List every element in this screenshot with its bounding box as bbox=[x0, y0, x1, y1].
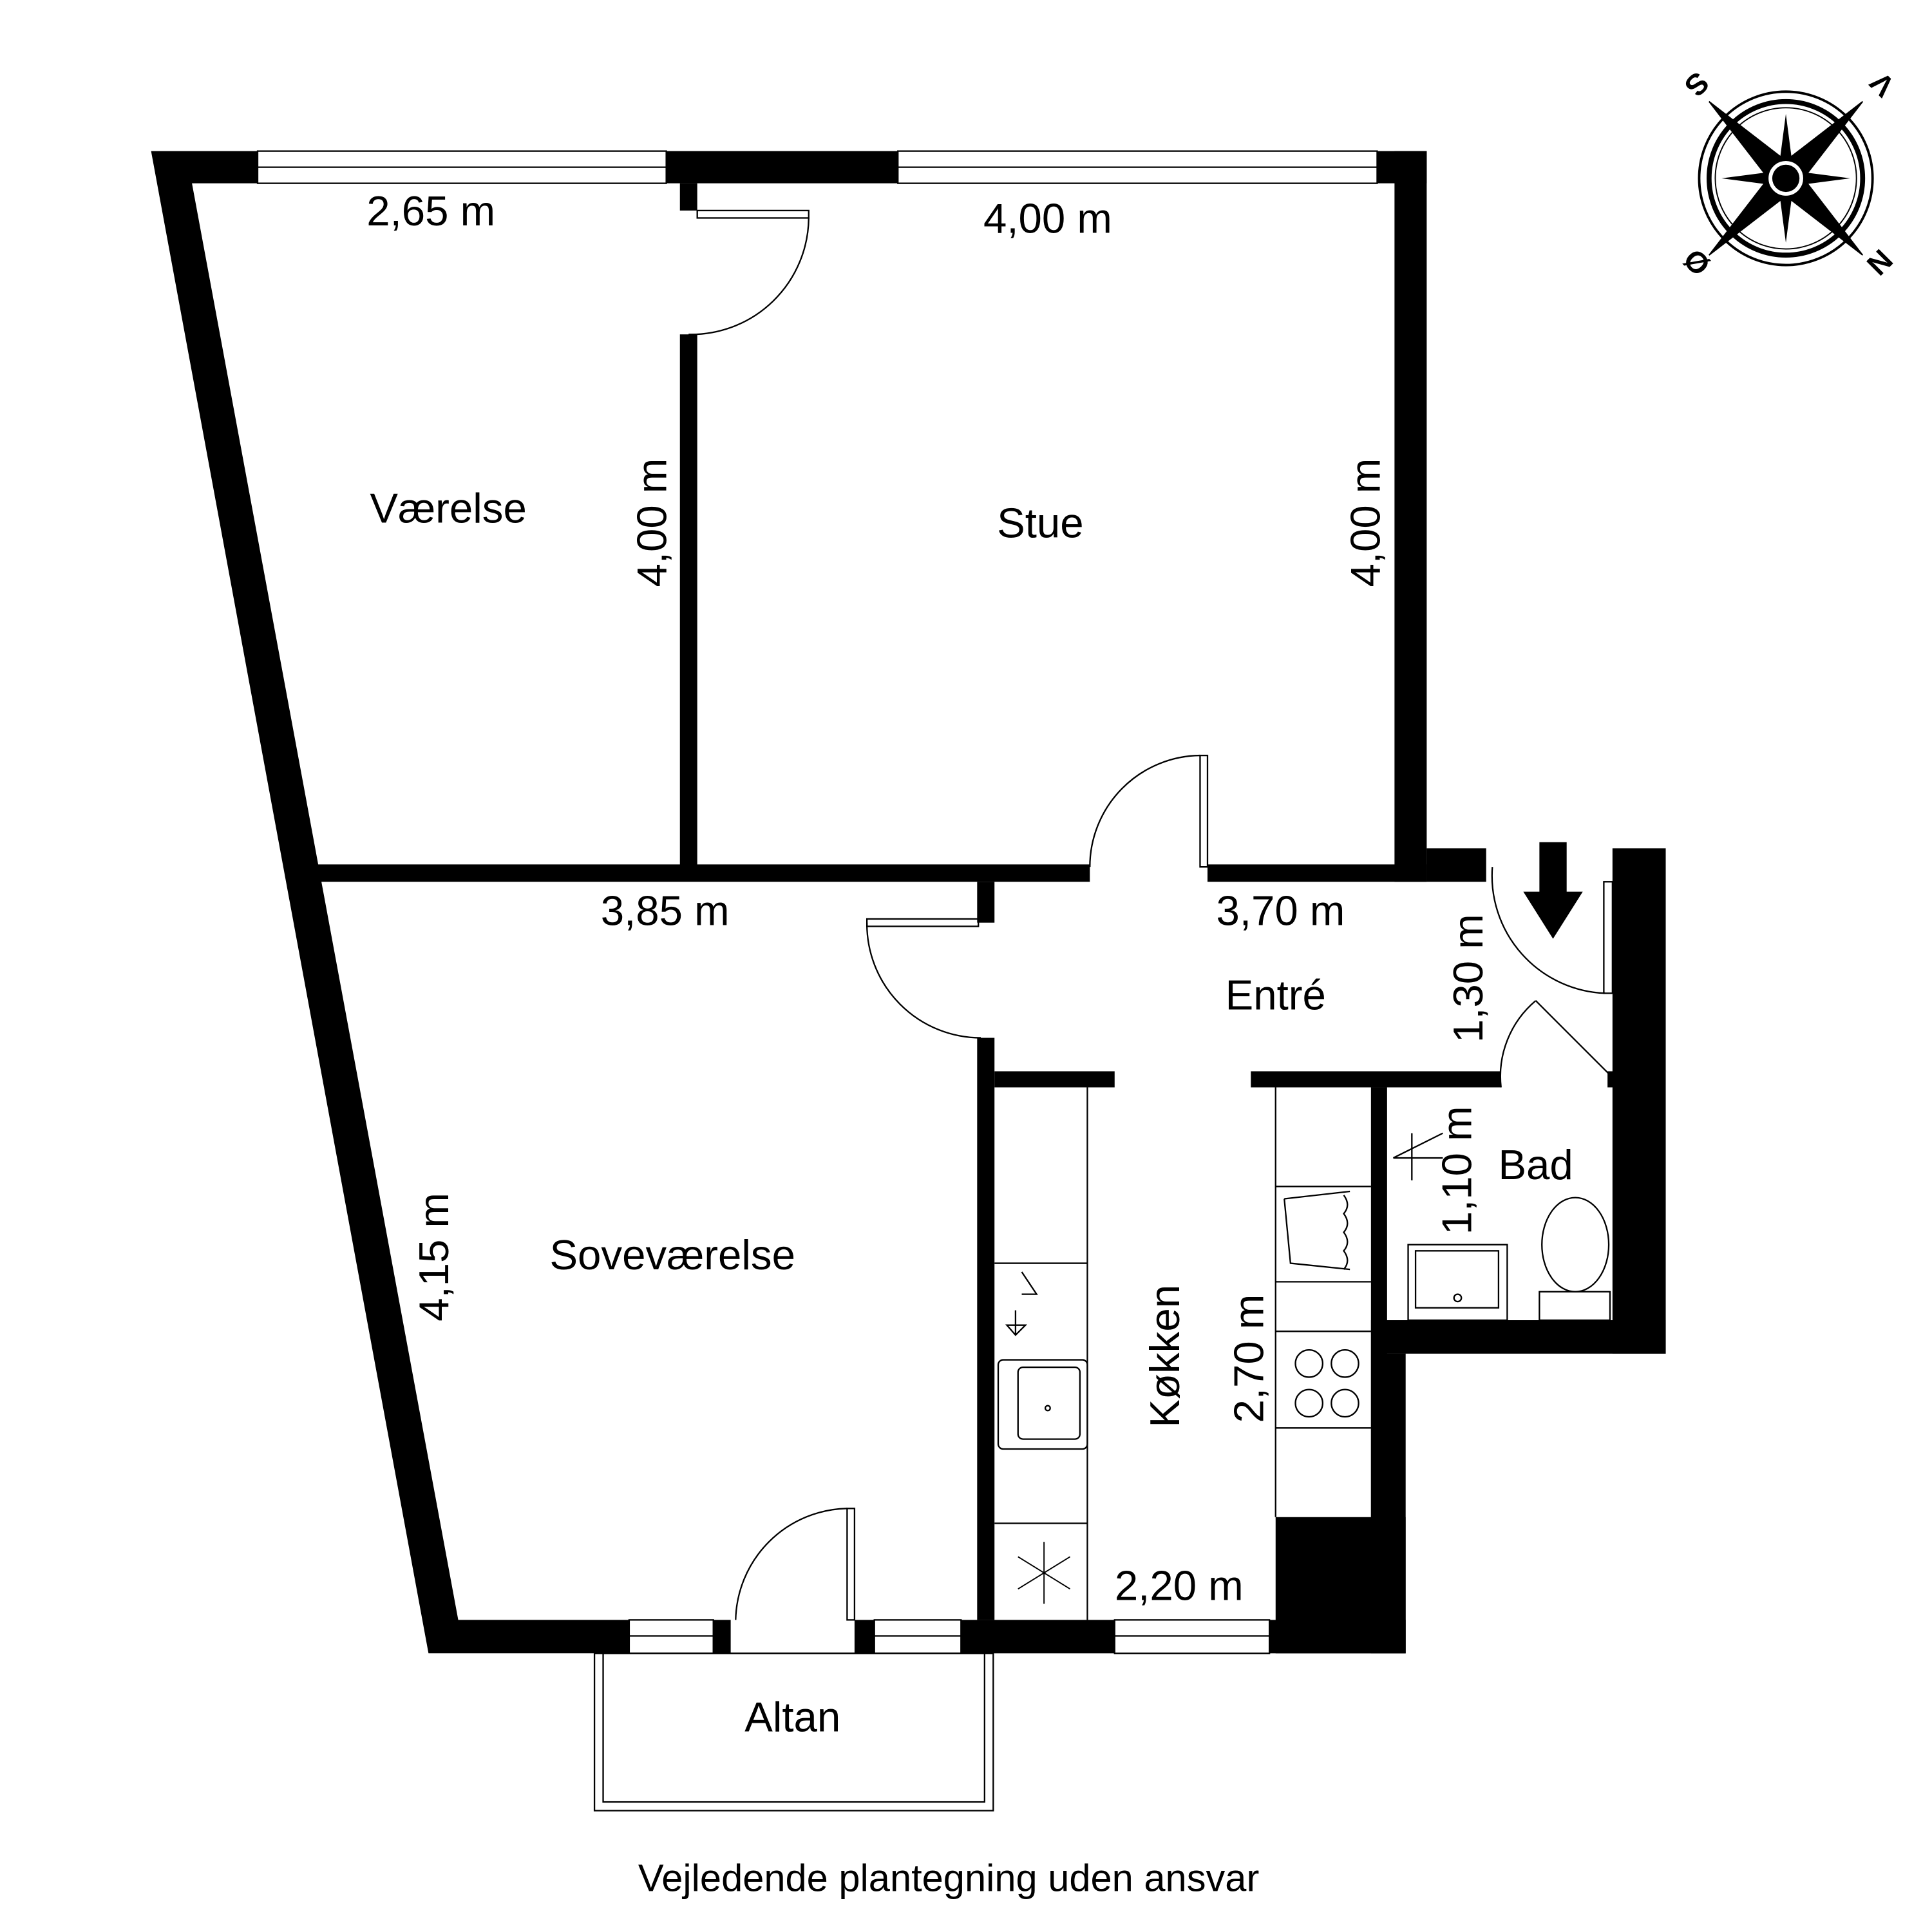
wall-bottom-d bbox=[1269, 1620, 1406, 1654]
top-wall-middle bbox=[666, 151, 898, 184]
door-leaf bbox=[1535, 1000, 1611, 1076]
wall-kitchen-top-left bbox=[994, 1071, 1115, 1088]
wall-bath-top bbox=[1607, 1071, 1633, 1088]
dim-koekken-width: 2,20 m bbox=[1115, 1562, 1244, 1609]
dim-vaerelse-height: 4,00 m bbox=[629, 459, 676, 587]
door-leaf bbox=[1199, 754, 1209, 868]
door-leaf bbox=[846, 1508, 856, 1621]
disclaimer-footer: Vejledende plantegning uden ansvar bbox=[638, 1857, 1260, 1900]
wall-horizontal-right bbox=[1208, 864, 1427, 882]
door-swing bbox=[1491, 867, 1605, 994]
compass-rose-icon: FO2NET S V Ø N bbox=[1677, 66, 1901, 283]
altan-balcony bbox=[593, 1653, 994, 1812]
wall-bottom-a bbox=[713, 1620, 731, 1654]
compass-label-n: N bbox=[1861, 243, 1899, 281]
bath-fittings bbox=[1392, 1132, 1611, 1321]
door-swing bbox=[688, 218, 810, 336]
door-leaf bbox=[866, 918, 980, 927]
room-label-altan: Altan bbox=[744, 1693, 840, 1740]
door-swing bbox=[1089, 754, 1200, 867]
wall-entry-top bbox=[1426, 848, 1486, 882]
freezer-snowflake-icon bbox=[1018, 1542, 1071, 1604]
dim-sove-height: 4,15 m bbox=[410, 1193, 457, 1321]
shower-icon bbox=[1392, 1132, 1443, 1180]
toilet-icon bbox=[1541, 1197, 1610, 1293]
entrance-arrow-icon bbox=[1523, 842, 1583, 939]
wall-vaerelse-stue bbox=[679, 334, 697, 873]
door-swing bbox=[1499, 999, 1537, 1088]
wall-bottom-b bbox=[854, 1620, 875, 1654]
dim-koekken-length: 2,70 m bbox=[1226, 1294, 1273, 1423]
dim-entre-height: 1,30 m bbox=[1444, 914, 1492, 1043]
dishwasher-icon bbox=[1005, 1271, 1038, 1336]
wall-kitchen-top-right bbox=[1251, 1071, 1501, 1088]
room-label-stue: Stue bbox=[997, 500, 1084, 547]
door-leaf bbox=[1603, 881, 1613, 994]
outer-left-wall bbox=[151, 151, 629, 1654]
room-label-sovevaerelse: Soveværelse bbox=[549, 1231, 795, 1278]
dim-entre-width: 3,70 m bbox=[1217, 887, 1345, 934]
walls bbox=[151, 151, 1666, 1654]
wall-kitchen-left bbox=[977, 1037, 995, 1620]
windows bbox=[256, 150, 1378, 1654]
dim-stue-width: 4,00 m bbox=[983, 195, 1112, 242]
door-swing bbox=[866, 922, 981, 1039]
kitchen-fittings bbox=[994, 1087, 1371, 1620]
stove-icon bbox=[1294, 1349, 1359, 1418]
dim-stue-height: 4,00 m bbox=[1341, 459, 1388, 587]
dim-sove-width: 3,85 m bbox=[601, 887, 730, 934]
door-swing bbox=[735, 1508, 848, 1620]
room-label-bad: Bad bbox=[1498, 1141, 1573, 1188]
dim-vaerelse-width: 2,65 m bbox=[366, 187, 495, 234]
compass-label-o: Ø bbox=[1677, 242, 1717, 282]
room-label-vaerelse: Værelse bbox=[370, 485, 526, 532]
basin-icon bbox=[1407, 1244, 1508, 1321]
wall-sove-top-stub bbox=[977, 882, 995, 923]
wall-vaerelse-stue-top bbox=[679, 183, 697, 211]
compass-label-v: V bbox=[1863, 66, 1901, 104]
wall-kitchen-right bbox=[1370, 1353, 1406, 1654]
compass-label-s: S bbox=[1678, 66, 1716, 104]
wall-bottom-c bbox=[961, 1620, 1115, 1654]
oven-hood-icon bbox=[1283, 1190, 1350, 1271]
right-wall-stue bbox=[1394, 151, 1427, 882]
room-label-entre: Entré bbox=[1226, 971, 1326, 1018]
room-label-koekken: Køkken bbox=[1141, 1285, 1188, 1428]
wall-horizontal-left bbox=[316, 864, 1090, 882]
wall-right-entry bbox=[1612, 848, 1666, 1354]
sink-icon bbox=[997, 1359, 1088, 1450]
door-leaf bbox=[696, 209, 810, 219]
wall-bath-bottom bbox=[1370, 1320, 1666, 1354]
dim-bad-height: 1,10 m bbox=[1434, 1106, 1481, 1235]
doors bbox=[688, 209, 1613, 1621]
